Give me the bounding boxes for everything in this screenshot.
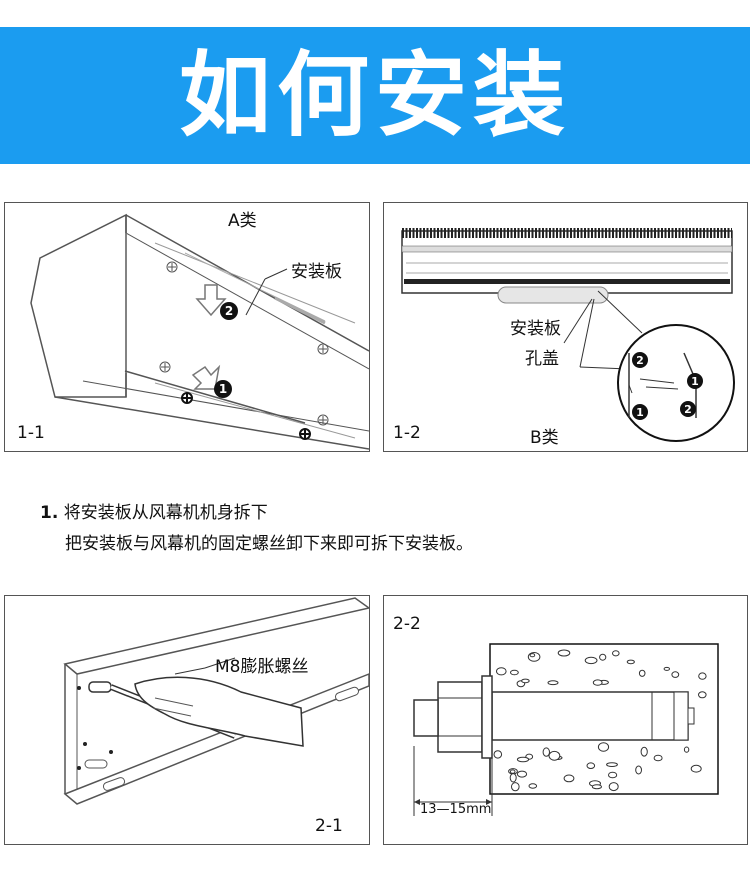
- aggregate-stone: [509, 773, 517, 783]
- svg-text:2: 2: [684, 403, 692, 416]
- gloved-hand-icon: [134, 676, 304, 747]
- screw-hole-icon: [317, 414, 329, 426]
- wrench-icon: [88, 681, 112, 693]
- aggregate-stone: [612, 650, 620, 657]
- aggregate-stone: [640, 746, 648, 757]
- aggregate-stone: [698, 672, 707, 680]
- aggregate-stone: [606, 762, 618, 768]
- screw-hole-icon: [159, 361, 171, 373]
- aggregate-stone: [542, 747, 551, 757]
- step-badge-2: [220, 302, 238, 320]
- svg-text:2: 2: [225, 304, 233, 318]
- header-banner: 如何安装: [0, 27, 750, 164]
- category-label: B类: [530, 428, 559, 448]
- aggregate-stone: [528, 783, 538, 789]
- dimension-label: 13—15mm: [420, 802, 492, 817]
- figure-number: 1-1: [17, 423, 45, 443]
- figure-number: 2-2: [393, 614, 421, 634]
- aggregate-stone: [592, 679, 603, 686]
- aggregate-stone: [597, 742, 610, 752]
- aggregate-stone: [509, 669, 519, 676]
- category-label: A类: [228, 211, 257, 231]
- screw-icon: [181, 392, 193, 404]
- aggregate-stone: [683, 746, 690, 753]
- aggregate-stone: [635, 765, 643, 775]
- aggregate-stone: [698, 691, 707, 699]
- aggregate-stone: [548, 750, 561, 761]
- aggregate-stone: [671, 671, 680, 678]
- diagram-panel-2-2: 2-2 13—15mm: [383, 595, 748, 845]
- aggregate-stone: [608, 771, 618, 779]
- step-1-heading: 1. 将安装板从风幕机机身拆下: [40, 498, 268, 523]
- bolt-installation-illustration: [63, 597, 369, 805]
- step-1-description: 把安装板与风幕机的固定螺丝卸下来即可拆下安装板。: [65, 534, 473, 554]
- aggregate-stone: [511, 782, 520, 792]
- aggregate-stone: [516, 770, 528, 778]
- step-number: 1.: [40, 503, 59, 523]
- figure-number: 1-2: [393, 423, 421, 443]
- mount-plate-label: 安装板: [291, 262, 342, 282]
- aggregate-stone: [557, 649, 571, 657]
- aggregate-stone: [591, 784, 602, 790]
- wall-anchor-cross-section: [413, 643, 719, 816]
- bolt-tip: [413, 699, 439, 737]
- aggregate-stone: [586, 762, 596, 769]
- aggregate-stone: [493, 750, 503, 759]
- arrow-down-icon: [195, 284, 227, 317]
- aggregate-stone: [653, 754, 663, 762]
- screw-hole-icon: [317, 343, 329, 355]
- a-type-unit-illustration: 2 1: [30, 213, 369, 450]
- svg-text:1: 1: [691, 375, 699, 388]
- aggregate-stone: [516, 756, 530, 763]
- aggregate-stone: [599, 653, 607, 661]
- aggregate-stone: [638, 669, 646, 677]
- screw-icon: [299, 428, 311, 440]
- aggregate-stone: [563, 774, 575, 783]
- bolt-nut: [437, 681, 483, 753]
- bolt-sleeve: [491, 691, 689, 741]
- step-title: 将安装板从风幕机机身拆下: [63, 503, 268, 523]
- wall-aggregate: [493, 649, 707, 792]
- aggregate-stone: [529, 653, 536, 658]
- aggregate-stone: [690, 764, 702, 773]
- aggregate-stone: [509, 769, 516, 774]
- hole-cover-label: 孔盖: [525, 349, 559, 369]
- aggregate-stone: [496, 667, 507, 676]
- mount-plate-label: 安装板: [510, 319, 561, 339]
- aggregate-stone: [626, 659, 635, 665]
- b-type-unit-illustration: 2 1 1 2: [401, 228, 735, 442]
- step-badge-1: [214, 380, 232, 398]
- diagram-panel-2-1: M8膨胀螺丝 2-1: [4, 595, 370, 845]
- diagram-panel-1-1: 2 1 A类 安装板 1-1: [4, 202, 370, 452]
- svg-text:1: 1: [636, 406, 644, 419]
- diagram-panel-1-2: 2 1 1 2 安装板 孔盖 1-2 B类: [383, 202, 748, 452]
- detail-zoom-circle: [617, 324, 735, 442]
- page-title: 如何安装: [178, 42, 571, 149]
- aggregate-stone: [521, 678, 530, 684]
- screw-hole-icon: [166, 261, 178, 273]
- aggregate-stone: [663, 666, 670, 671]
- svg-text:2: 2: [636, 354, 644, 367]
- bolt-label: M8膨胀螺丝: [215, 657, 309, 677]
- aggregate-stone: [584, 656, 598, 665]
- aggregate-stone: [608, 782, 619, 792]
- bolt-washer: [481, 675, 493, 759]
- figure-number: 2-1: [315, 816, 343, 836]
- arrow-diagonal-icon: [191, 364, 221, 390]
- svg-text:1: 1: [219, 382, 227, 396]
- aggregate-stone: [547, 680, 559, 686]
